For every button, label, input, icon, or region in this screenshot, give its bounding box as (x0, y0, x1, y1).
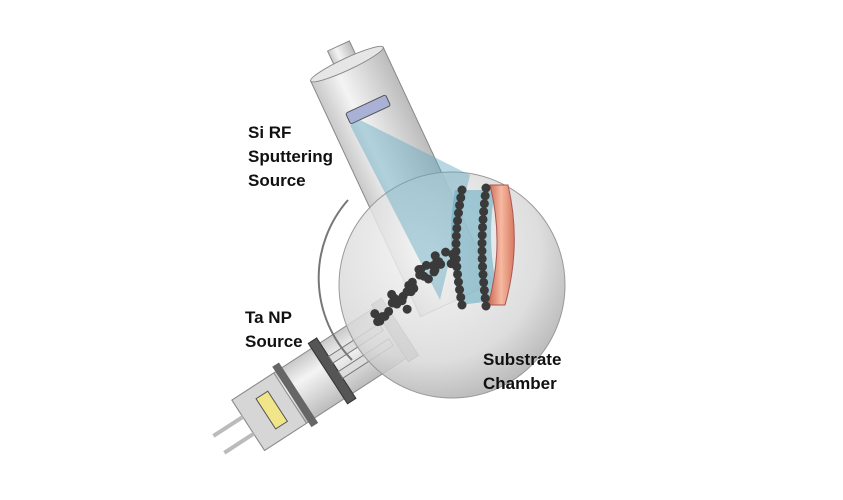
nanoparticle (478, 214, 488, 224)
nanoparticle (451, 246, 461, 256)
sputter-plume (350, 120, 470, 300)
nanoparticle (457, 185, 467, 195)
nanoparticle (480, 191, 490, 201)
nanoparticle (479, 199, 489, 209)
chamber-label: Substrate Chamber (483, 348, 561, 396)
si-target (345, 94, 391, 125)
nanoparticle (477, 230, 487, 240)
ta-target (255, 390, 289, 430)
nanoparticle (423, 274, 433, 284)
nanoparticle (479, 277, 489, 287)
nanoparticle (477, 246, 487, 256)
nanoparticle (409, 283, 419, 293)
nanoparticle (456, 193, 466, 203)
nanoparticle (481, 183, 491, 193)
nanoparticle (453, 269, 463, 279)
nanoparticle-stream (370, 183, 491, 327)
nanoparticle (441, 247, 451, 257)
nanoparticle (402, 304, 412, 314)
label-line: Substrate (483, 350, 562, 369)
nanoparticle (457, 300, 467, 310)
nanoparticle (480, 293, 490, 303)
label-line: Source (248, 171, 306, 190)
nanoparticle (478, 222, 488, 232)
label-line: Ta NP (245, 308, 292, 327)
label-line: Chamber (483, 374, 557, 393)
nanoparticle (451, 239, 461, 249)
chamber-rim (317, 199, 353, 361)
nanoparticle (434, 257, 444, 267)
label-line: Source (245, 332, 303, 351)
nanoparticle (477, 238, 487, 248)
nanoparticle (456, 292, 466, 302)
nanoparticle (477, 254, 487, 264)
nanoparticle (452, 223, 462, 233)
label-line: Sputtering (248, 147, 333, 166)
np-source-label: Ta NP Source (245, 306, 303, 354)
nanoparticle (453, 216, 463, 226)
nanoparticle (479, 207, 489, 217)
nanoparticle (416, 264, 426, 274)
nanoparticle (455, 200, 465, 210)
nanoparticle (380, 311, 390, 321)
nanoparticle (479, 285, 489, 295)
nanoparticle (389, 293, 399, 303)
nanoparticle (455, 285, 465, 295)
nanoparticle (481, 301, 491, 311)
nanoparticle (373, 317, 383, 327)
substrate (487, 184, 515, 306)
nanoparticle (453, 277, 463, 287)
nanoparticle (370, 309, 380, 319)
deposited-film (451, 190, 500, 305)
nanoparticle (451, 231, 461, 241)
nanoparticle (478, 262, 488, 272)
sputtering-source-label: Si RF Sputtering Source (248, 121, 333, 193)
nanoparticle (397, 296, 407, 306)
nanoparticle (452, 262, 462, 272)
nanoparticle (453, 208, 463, 218)
nanoparticle (451, 254, 461, 264)
nanoparticle (478, 270, 488, 280)
label-line: Si RF (248, 123, 292, 142)
nanoparticle (430, 265, 440, 275)
